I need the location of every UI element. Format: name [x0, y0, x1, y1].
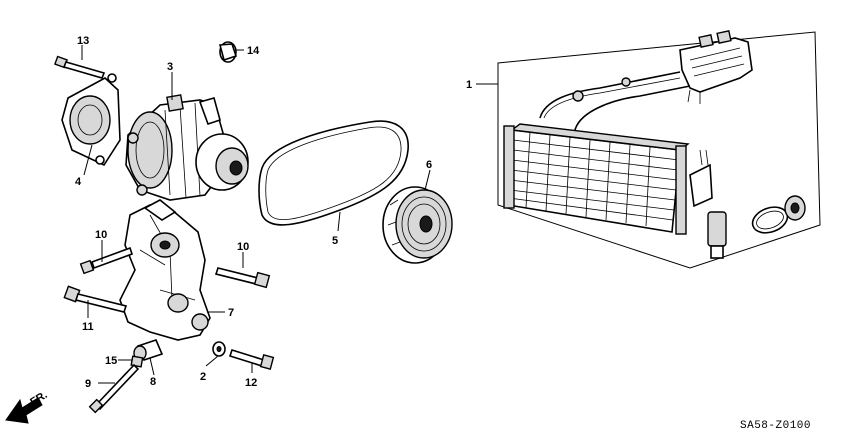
compressor [125, 94, 249, 201]
callout-5: 5 [332, 235, 338, 247]
callout-12: 12 [245, 377, 257, 389]
callout-3: 3 [167, 61, 173, 73]
callout-15: 15 [105, 355, 117, 367]
bolt-10-right [214, 267, 271, 289]
condenser-assembly [503, 30, 806, 259]
callout-14: 14 [247, 45, 260, 57]
callout-11: 11 [82, 321, 94, 333]
bolt-12 [228, 349, 275, 370]
callout-2: 2 [200, 371, 206, 383]
drive-belt [258, 120, 409, 226]
diagram-code: SA58-Z0100 [740, 420, 811, 432]
callout-9: 9 [85, 378, 91, 390]
compressor-bracket [119, 199, 211, 341]
callout-10-right: 10 [237, 241, 249, 253]
kit-outline [497, 31, 821, 269]
clutch-pulley [382, 186, 453, 264]
front-direction-arrow: FR. [5, 389, 50, 424]
callouts: 1 2 3 4 5 6 7 8 9 10 10 11 12 13 14 15 [75, 35, 472, 390]
arrow-icon [5, 397, 43, 424]
bolt-11 [63, 285, 128, 313]
bolt-13 [54, 55, 106, 79]
callout-4: 4 [75, 176, 82, 188]
bracket-cover [61, 73, 121, 167]
bolt-10-left [79, 246, 134, 275]
callout-7: 7 [228, 307, 234, 319]
washer-2 [212, 341, 226, 357]
collar-14 [218, 41, 238, 63]
callout-10-left: 10 [95, 229, 107, 241]
callout-6: 6 [426, 159, 432, 171]
callout-1: 1 [466, 79, 472, 91]
callout-13: 13 [77, 35, 89, 47]
bolt-9 [88, 363, 140, 414]
leader-lines [81, 45, 498, 384]
callout-8: 8 [150, 376, 156, 388]
